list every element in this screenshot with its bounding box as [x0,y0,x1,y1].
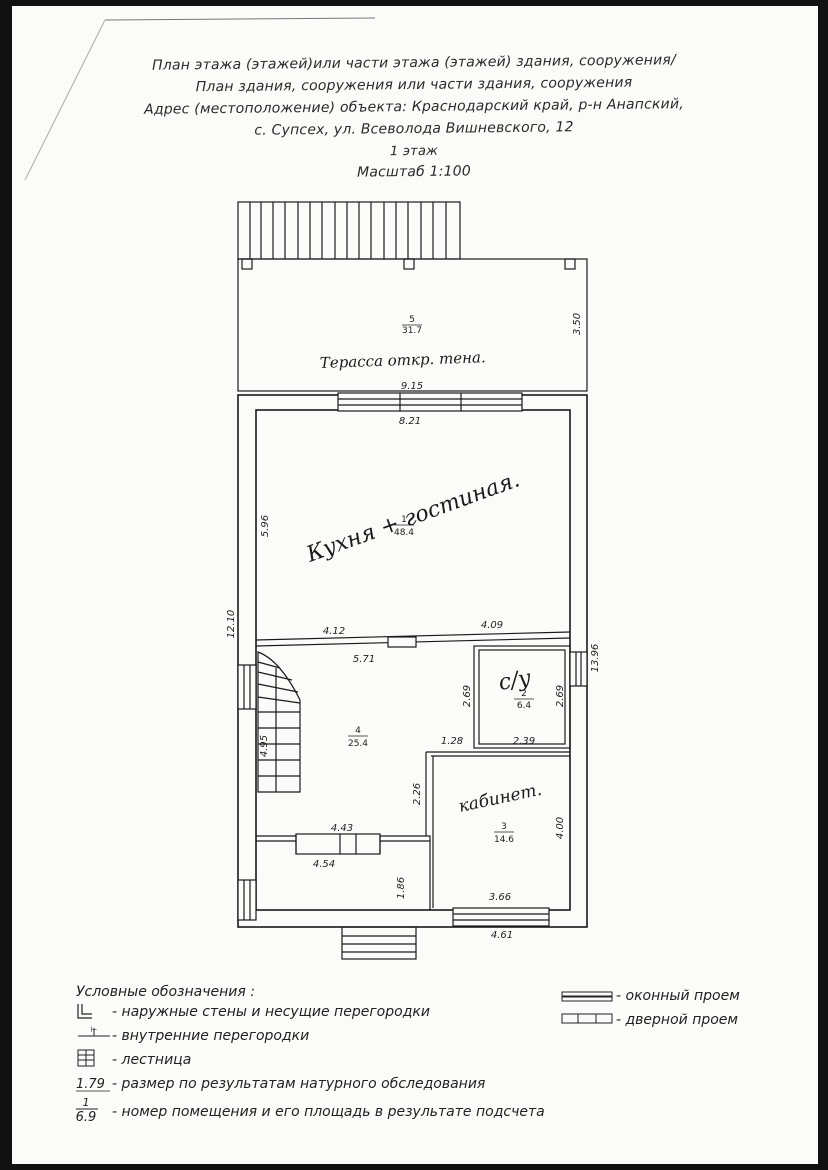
legend-outer-walls: - наружные стены и несущие перегородки [112,1004,430,1020]
scan-line-top [104,17,376,21]
room-3-label: кабинет. 3 14.6 [457,780,544,845]
dim-3-50: 3.50 [572,313,583,335]
interior-stairs [257,651,301,793]
room-4-label: 4 25.4 [348,726,368,749]
legend-window-symbol [561,991,613,1002]
legend: Условные обозначения : - наружные стены … [76,984,741,1125]
dim-4-43: 4.43 [331,823,353,834]
room-5-area: 31.7 [402,326,422,336]
dim-4-54: 4.54 [313,859,335,870]
room-1-label: 1 48.4 Кухня + гостиная. [303,467,524,568]
dim-13-96: 13.96 [590,644,601,673]
room-3-handwriting: кабинет. [457,780,544,817]
room-4-number: 4 [355,726,361,736]
document-sheet [12,6,818,1164]
legend-stairs: - лестница [112,1052,191,1068]
svg-text:⊢: ⊢ [91,1025,98,1034]
room-2-handwriting: с/у [497,666,534,696]
dim-2-26: 2.26 [412,783,423,805]
room-2-label: с/у 2 6.4 [497,666,534,711]
legend-door-symbol [561,1013,613,1024]
dim-9-15: 9.15 [401,381,423,392]
legend-number-top: 1 [83,1096,90,1109]
legend-window: - оконный проем [616,988,740,1004]
terrace-column-left [241,258,253,270]
room-2-area: 6.4 [517,701,532,711]
room-1-number: 1 [401,515,407,525]
window-entry [237,879,257,921]
entry-stairs [341,926,417,960]
dim-5-96: 5.96 [260,515,271,537]
dim-4-95: 4.95 [259,735,270,757]
bathroom-walls [473,645,571,749]
window-cabinet [452,907,550,927]
door-kitchen [387,636,417,648]
legend-size-sample: 1.79 [76,1077,105,1092]
room-3-number: 3 [501,822,507,832]
door-hall [295,833,381,855]
dim-2-39: 2.39 [513,736,535,747]
legend-size: - размер по результатам натурного обслед… [112,1076,485,1092]
legend-stairs-symbol [77,1049,95,1067]
room-1-area: 48.4 [394,528,414,538]
legend-door: - дверной проем [616,1012,738,1028]
room-5-label: 5 31.7 Терасса откр. тена. [320,315,487,372]
legend-outer-wall-symbol [77,1004,92,1019]
dim-12-10: 12.10 [226,610,237,639]
legend-title: Условные обозначения : [76,984,255,1000]
dim-1-28: 1.28 [441,736,463,747]
terrace-column-mid [403,258,415,270]
dim-5-71: 5.71 [353,654,375,665]
dim-4-12: 4.12 [323,626,345,637]
dimensions: 9.15 3.50 8.21 5.96 12.10 4.12 4.09 5.71… [226,313,601,941]
scan-line-diagonal [24,19,106,181]
room-1-handwriting: Кухня + гостиная. [303,467,524,568]
window-left [237,664,257,710]
room-4-area: 25.4 [348,739,368,749]
legend-inner-wall-symbol: ⊢ [78,1025,110,1037]
room-2-number: 2 [521,689,527,699]
dim-2-69-left: 2.69 [462,685,473,707]
window-kitchen [337,392,523,412]
window-right [569,651,588,687]
terrace-stairs [237,201,461,260]
dim-4-00: 4.00 [555,817,566,839]
dim-2-69-right: 2.69 [555,685,566,707]
dim-4-61: 4.61 [491,930,513,941]
room-5-number: 5 [409,315,415,325]
legend-number-bottom: 6.9 [76,1110,97,1125]
dim-4-09: 4.09 [481,620,503,631]
legend-inner-walls: - внутренние перегородки [112,1028,309,1044]
room-5-handwriting: Терасса откр. тена. [320,348,487,372]
dim-1-86: 1.86 [396,877,407,899]
cabinet-walls [425,751,570,910]
legend-number: - номер помещения и его площадь в резуль… [112,1104,545,1120]
outer-walls [237,394,588,928]
dim-3-66: 3.66 [489,892,511,903]
terrace-column-right [564,258,576,270]
room-3-area: 14.6 [494,835,514,845]
dim-8-21: 8.21 [399,416,421,427]
